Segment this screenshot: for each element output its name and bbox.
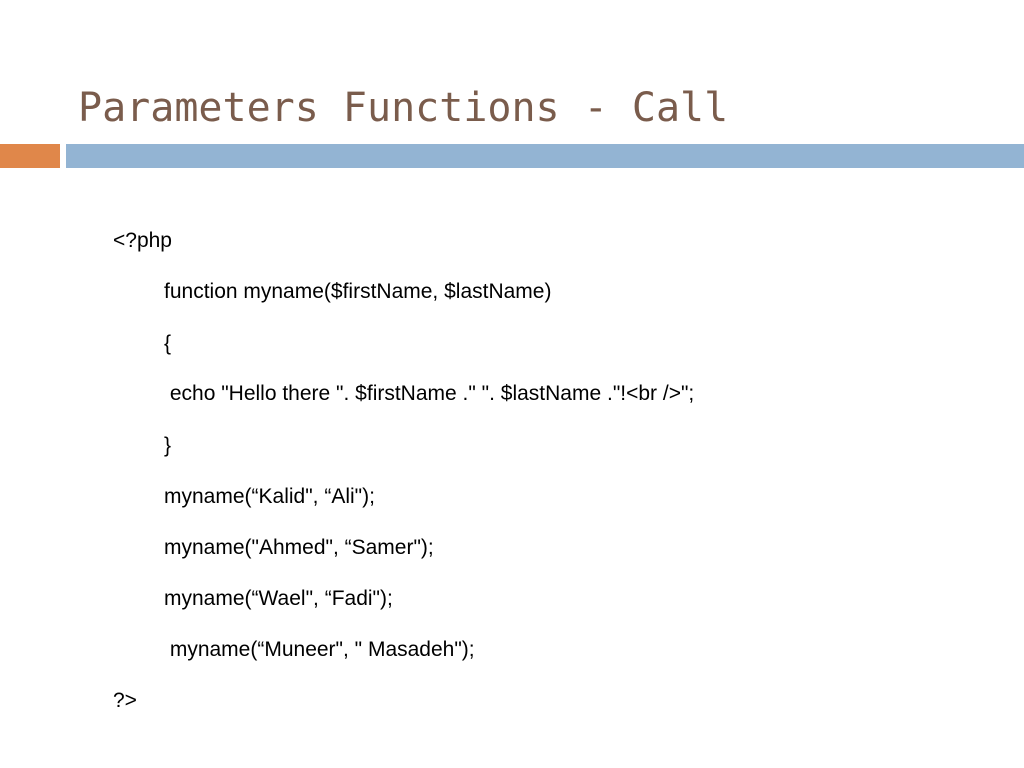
code-line-echo: echo "Hello there ". $firstName ." ". $l… bbox=[164, 382, 695, 405]
code-line-call-kalid: myname(“Kalid", “Ali"); bbox=[164, 485, 375, 508]
title-accent-bar bbox=[0, 144, 60, 168]
title-divider-bar bbox=[66, 144, 1024, 168]
code-line-open-brace: { bbox=[164, 332, 172, 355]
slide-title: Parameters Functions - Call bbox=[78, 85, 729, 131]
code-line-call-ahmed: myname("Ahmed", “Samer"); bbox=[164, 536, 434, 559]
code-line-function-def: function myname($firstName, $lastName) bbox=[164, 280, 552, 303]
code-line-call-wael: myname(“Wael", “Fadi"); bbox=[164, 587, 393, 610]
code-line-php-open: <?php bbox=[113, 229, 172, 252]
code-line-close-brace: } bbox=[164, 434, 172, 457]
code-line-php-close: ?> bbox=[113, 689, 137, 712]
code-line-call-muneer: myname(“Muneer", " Masadeh"); bbox=[164, 638, 475, 661]
